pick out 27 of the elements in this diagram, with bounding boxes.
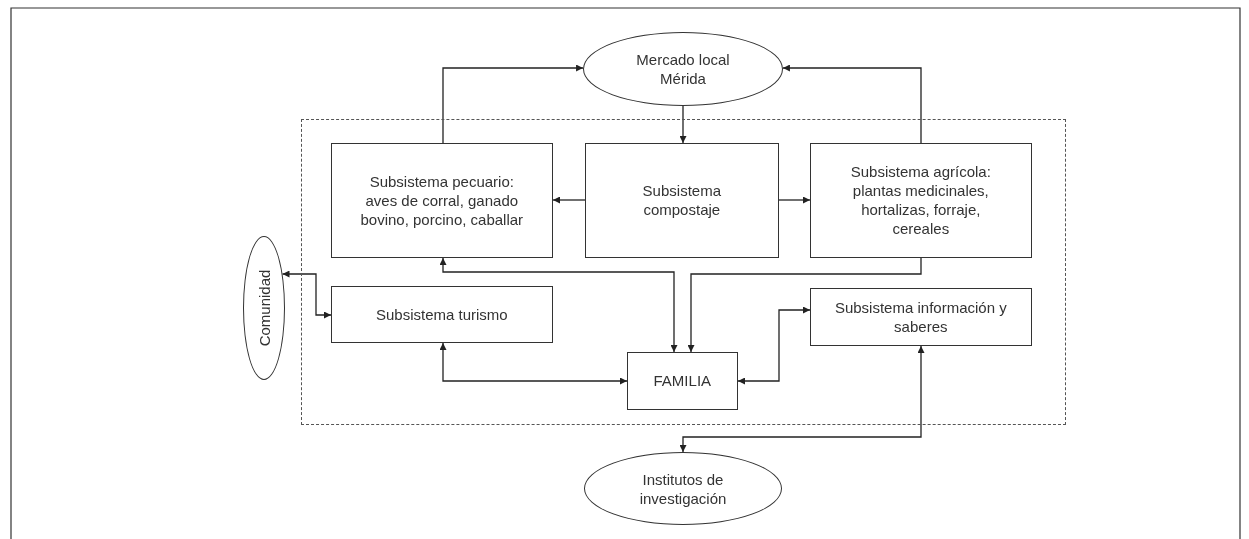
arrow (552, 196, 586, 204)
arrow (439, 342, 628, 385)
node-label: Mercado local Mérida (635, 50, 731, 88)
arrow (281, 270, 332, 319)
node-label: Subsistema turismo (374, 304, 509, 324)
process-box (626, 351, 738, 410)
node-label: Subsistema agrícola: plantas medicinales, hortalizas, forraje, cereales (849, 162, 992, 239)
node-label: Subsistema información y saberes (833, 297, 1008, 336)
process-box (330, 142, 553, 258)
process-box (584, 142, 779, 258)
arrow (782, 64, 922, 144)
node-label: Comunidad (255, 269, 273, 347)
node-label: Subsistema pecuario: aves de corral, ganado bovino, porcino, caballar (359, 171, 525, 229)
node-label: Institutos de investigación (638, 469, 728, 508)
arrow (439, 257, 678, 353)
process-box (330, 285, 553, 343)
process-box (809, 287, 1032, 346)
arrow (687, 257, 922, 353)
arrow (778, 196, 811, 204)
node-label: Subsistema compostaje (641, 181, 722, 220)
dashed-group-box (301, 119, 1066, 425)
arrow (679, 345, 925, 453)
node-label: FAMILIA (652, 371, 713, 391)
process-box (809, 142, 1032, 258)
arrow (442, 64, 584, 144)
arrow (737, 306, 811, 385)
arrow (679, 105, 687, 144)
